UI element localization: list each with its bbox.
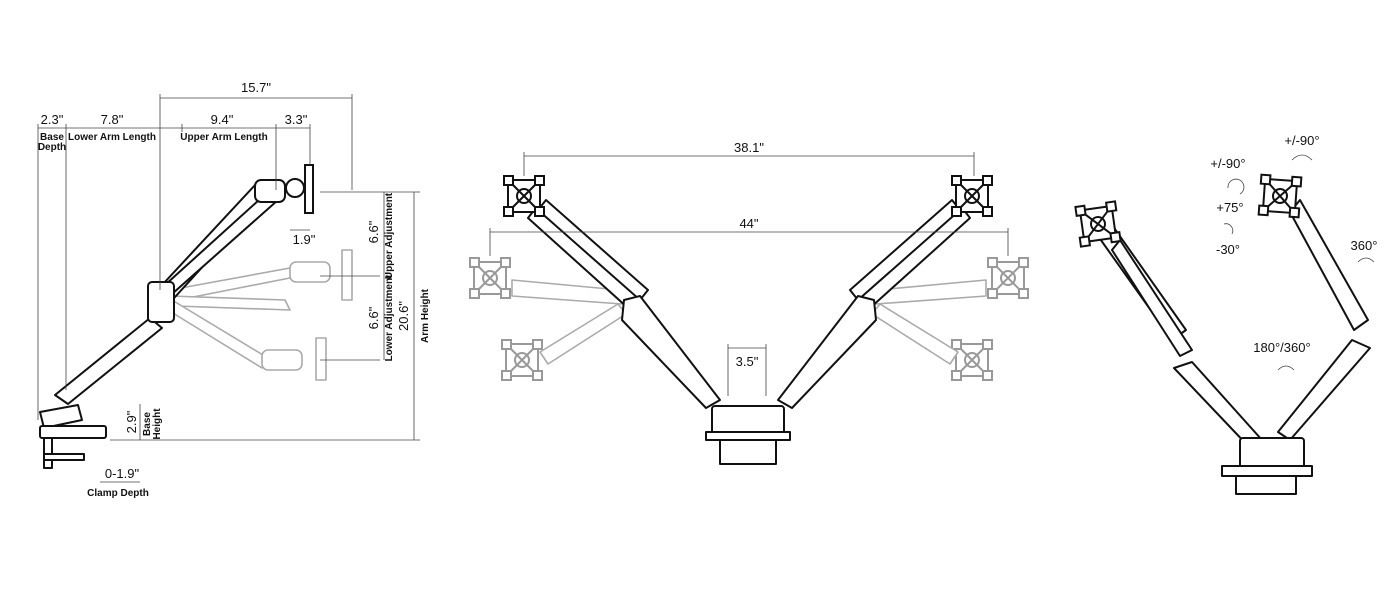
rot-tilt-up: +75° bbox=[1216, 200, 1243, 215]
rotation-view: +/-90° +/-90° +75° -30° 360° 180°/360° bbox=[1074, 133, 1378, 495]
dim-upper-arm: 9.4" bbox=[211, 112, 234, 127]
rotate-arrow-icon bbox=[1223, 223, 1234, 235]
dim-tilt-offset: 1.9" bbox=[293, 232, 316, 247]
rotate-arrow-icon bbox=[1357, 257, 1375, 263]
rot-rotate: 360° bbox=[1351, 238, 1378, 253]
dim-upper-adjust: 6.6" bbox=[366, 220, 381, 243]
dim-span-mid: 44" bbox=[739, 216, 758, 231]
front-view: 38.1" 44" 3.5" bbox=[469, 140, 1029, 465]
label-clamp-depth: Clamp Depth bbox=[87, 488, 149, 499]
rot-tilt-right: +/-90° bbox=[1210, 156, 1245, 171]
rotation-arms bbox=[1097, 199, 1371, 495]
label-arm-height: Arm Height bbox=[420, 288, 431, 343]
dim-pole: 3.5" bbox=[736, 354, 759, 369]
dim-lower-adjust: 6.6" bbox=[366, 306, 381, 329]
rotate-arrow-icon bbox=[1277, 365, 1295, 371]
dim-clamp-depth: 0-1.9" bbox=[105, 466, 140, 481]
label-lower-adjustment: Lower Adjustment bbox=[384, 274, 395, 362]
side-ghost-arms bbox=[167, 249, 353, 381]
side-view: 15.7" 2.3" 7.8" 9.4" 3.3" 1.9" Base Dept… bbox=[37, 80, 431, 499]
rot-swivel: +/-90° bbox=[1284, 133, 1319, 148]
dim-lower-arm: 7.8" bbox=[101, 112, 124, 127]
dim-base-depth: 2.3" bbox=[41, 112, 64, 127]
dim-overall-depth: 15.7" bbox=[241, 80, 271, 95]
label-depth: Depth bbox=[38, 142, 66, 153]
label-base: Base bbox=[142, 412, 153, 436]
rot-base: 180°/360° bbox=[1253, 340, 1310, 355]
rotate-arrow-icon bbox=[1291, 154, 1313, 161]
label-base: Base bbox=[40, 132, 64, 143]
label-upper-arm-length: Upper Arm Length bbox=[180, 132, 267, 143]
side-arm bbox=[39, 164, 314, 469]
dim-base-height: 2.9" bbox=[124, 410, 139, 433]
label-lower-arm-length: Lower Arm Length bbox=[68, 132, 156, 143]
rotate-arrow-icon bbox=[1227, 178, 1245, 195]
dim-head: 3.3" bbox=[285, 112, 308, 127]
dim-span-top: 38.1" bbox=[734, 140, 764, 155]
label-height: Height bbox=[152, 408, 163, 440]
dim-arm-height: 20.6" bbox=[396, 301, 411, 331]
front-ghost-positions bbox=[469, 257, 1029, 381]
rot-tilt-down: -30° bbox=[1216, 242, 1240, 257]
label-upper-adjustment: Upper Adjustment bbox=[384, 192, 395, 279]
front-arms bbox=[527, 199, 971, 465]
